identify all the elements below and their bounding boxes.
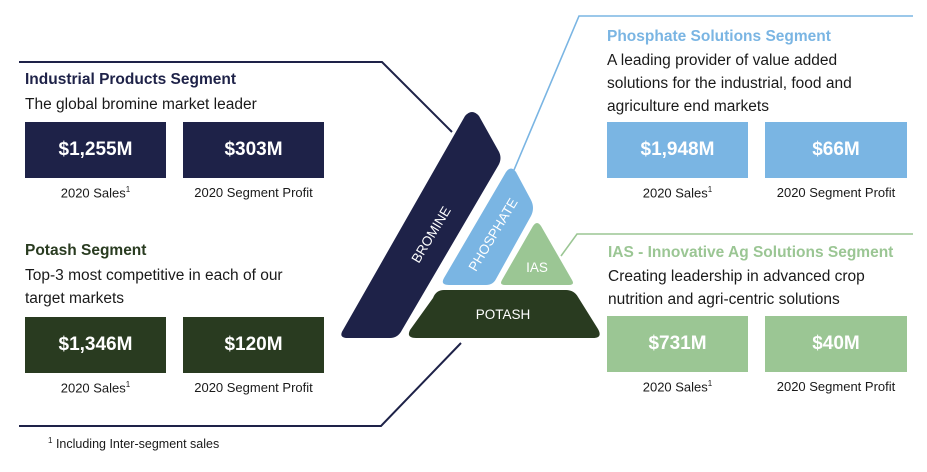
potash-profit-box: $120M [183,317,324,373]
ias-sales-box: $731M [607,316,748,372]
potash-label: POTASH [476,307,531,322]
description-line: A leading provider of value added [607,52,838,69]
description-line: agriculture end markets [607,98,769,115]
ias-sales-label: 2020 Sales1 [607,379,748,394]
phosphate-sales-box: $1,948M [607,122,748,178]
potash-sales-box: $1,346M [25,317,166,373]
description-line: target markets [25,290,125,307]
potash-segment-title: Potash Segment [25,242,147,259]
sales-label-text: 2020 Sales [60,380,126,396]
ias-segment-title: IAS - Innovative Ag Solutions Segment [608,244,894,261]
ias-shape [501,223,573,285]
ias-profit-label: 2020 Segment Profit [776,379,896,394]
sales-label-text: 2020 Sales [642,185,708,201]
industrial-segment-title: Industrial Products Segment [25,71,237,88]
footnote-marker: 1 [125,185,131,194]
phosphate-shape [442,168,533,285]
phosphate-profit-box: $66M [765,122,907,178]
potash-shape [408,290,600,338]
phosphate-segment-description: A leading provider of value added soluti… [607,49,852,118]
description-line: Creating leadership in advanced crop [608,268,865,285]
footnote-marker: 1 [707,379,713,388]
description-line: solutions for the industrial, food and [607,75,852,92]
footnote-text: Including Inter-segment sales [55,437,220,452]
footnote-marker: 1 [48,436,53,445]
potash-segment-description: Top-3 most competitive in each of our ta… [25,264,283,310]
ias-profit-box: $40M [765,316,907,372]
potash-sales-label: 2020 Sales1 [25,380,166,395]
phosphate-profit-label: 2020 Segment Profit [776,185,896,200]
industrial-profit-label: 2020 Segment Profit [194,185,313,200]
industrial-sales-label: 2020 Sales1 [25,185,166,200]
footnote-marker: 1 [707,185,713,194]
phosphate-sales-label: 2020 Sales1 [607,185,748,200]
bromine-shape [341,112,501,338]
industrial-profit-box: $303M [183,122,324,178]
footnote: 1 Including Inter-segment sales [48,436,219,451]
description-line: nutrition and agri-centric solutions [608,291,840,308]
sales-label-text: 2020 Sales [60,185,126,201]
sales-label-text: 2020 Sales [642,379,708,395]
industrial-segment-description: The global bromine market leader [25,93,257,116]
ias-connector-line [560,233,913,257]
description-line: The global bromine market leader [25,96,257,113]
footnote-marker: 1 [125,380,131,389]
phosphate-connector-line [513,15,913,171]
ias-label: IAS [526,260,548,275]
ias-segment-description: Creating leadership in advanced crop nut… [608,265,865,311]
potash-profit-label: 2020 Segment Profit [194,380,313,395]
description-line: Top-3 most competitive in each of our [25,267,283,284]
phosphate-segment-title: Phosphate Solutions Segment [607,28,831,45]
potash-connector-line [19,342,462,427]
industrial-sales-box: $1,255M [25,122,166,178]
bromine-connector-line [19,61,453,133]
